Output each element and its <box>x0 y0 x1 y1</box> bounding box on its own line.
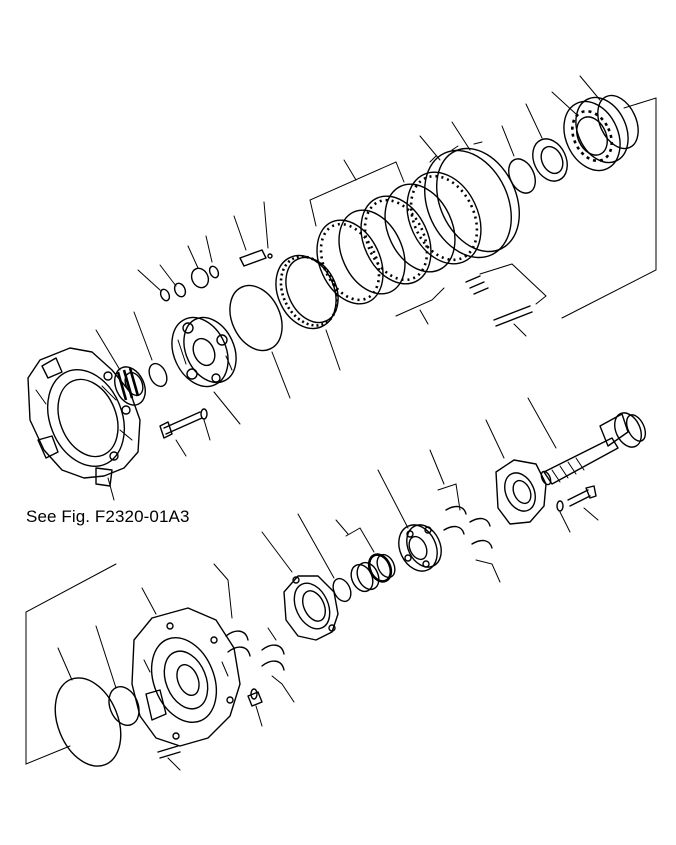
leader-thrust <box>525 103 543 139</box>
bracket-seal-lower-bottom <box>271 675 295 703</box>
leader-snap-ring <box>133 311 153 361</box>
planet-carrier <box>171 316 237 388</box>
bracket-seal-set <box>345 527 375 553</box>
bracket-discs-bottom <box>395 287 445 317</box>
seal-set <box>350 553 396 593</box>
bracket-seal-right-top <box>437 483 461 511</box>
bracket-seal-lower-top <box>213 563 233 619</box>
leader-washer-lower <box>559 511 571 533</box>
seal-rings-right <box>443 505 493 549</box>
leader-piston-housing <box>141 587 157 615</box>
leader-ring <box>579 75 601 101</box>
seal-cage <box>283 575 339 641</box>
leader-bolt <box>175 439 187 457</box>
o-ring-large <box>229 284 283 352</box>
reference-label: See Fig. F2320-01A3 <box>26 507 190 526</box>
leader-ball <box>263 201 269 249</box>
retainer-bolt <box>556 485 597 512</box>
bracket-seal-right-bottom <box>475 559 501 583</box>
leader-pins <box>513 323 527 337</box>
leader-bolt-washer <box>203 419 211 441</box>
carrier-bolt <box>159 408 208 439</box>
leader-hub <box>551 91 577 115</box>
snap-ring <box>148 362 168 388</box>
leader-snap-outer <box>501 125 515 157</box>
dowel-pin <box>157 745 181 759</box>
leader-shaft <box>527 397 557 449</box>
leader-piston <box>419 135 441 161</box>
leader-plug <box>255 705 263 727</box>
leader-pinion-shaft <box>233 215 247 251</box>
leader-washer-1 <box>137 269 161 291</box>
leader-o-ring <box>271 351 291 399</box>
leader-seal-cage <box>261 531 293 573</box>
spring-pins <box>465 275 533 327</box>
large-o-ring <box>54 677 122 767</box>
snap-ring-outer <box>508 158 536 194</box>
bracket-left-lower <box>25 563 117 765</box>
leader-pinion <box>187 245 199 269</box>
pinion-parts <box>159 249 273 302</box>
bracket-right-upper <box>561 97 657 319</box>
leader-snap-middle <box>297 513 335 579</box>
leader-retainer <box>485 419 505 459</box>
leader-washer-3 <box>205 235 213 263</box>
seal-rings-lower <box>225 630 285 671</box>
leader-carrier <box>213 391 241 425</box>
leader-seal-lower <box>267 627 277 641</box>
bracket-discs-top <box>309 161 405 227</box>
leader-small-o-ring <box>95 625 117 689</box>
leader-seal-right <box>429 449 445 485</box>
plug <box>247 688 263 707</box>
leader-ring-gear <box>325 329 341 371</box>
ring-gear <box>275 254 339 330</box>
leader-discs-top <box>343 159 357 181</box>
leader-seal-set <box>335 519 349 535</box>
bracket-pins <box>479 263 547 305</box>
leader-bolt-lower <box>583 507 599 521</box>
leader-washer-2 <box>159 264 177 287</box>
leader-ball-bearing <box>377 469 409 529</box>
roller-bearing <box>114 366 146 406</box>
piston-housing <box>131 607 241 747</box>
bearing-retainer <box>495 459 547 525</box>
leader-spring <box>451 121 471 151</box>
leader-bearing <box>95 329 121 371</box>
thrust-washer-inner <box>540 145 564 175</box>
transmission-housing <box>27 347 141 487</box>
small-o-ring <box>108 686 140 726</box>
input-shaft <box>540 412 647 486</box>
thrust-washer <box>532 138 568 182</box>
clutch-disc-pack <box>316 171 482 305</box>
ball-bearing <box>398 524 442 572</box>
snap-ring-middle <box>332 577 352 603</box>
leader-large-o-ring <box>57 647 73 681</box>
clutch-hub <box>563 94 639 172</box>
leader-discs-bottom <box>419 309 429 325</box>
leader-dowel <box>167 757 181 771</box>
leader-housing <box>107 477 115 501</box>
